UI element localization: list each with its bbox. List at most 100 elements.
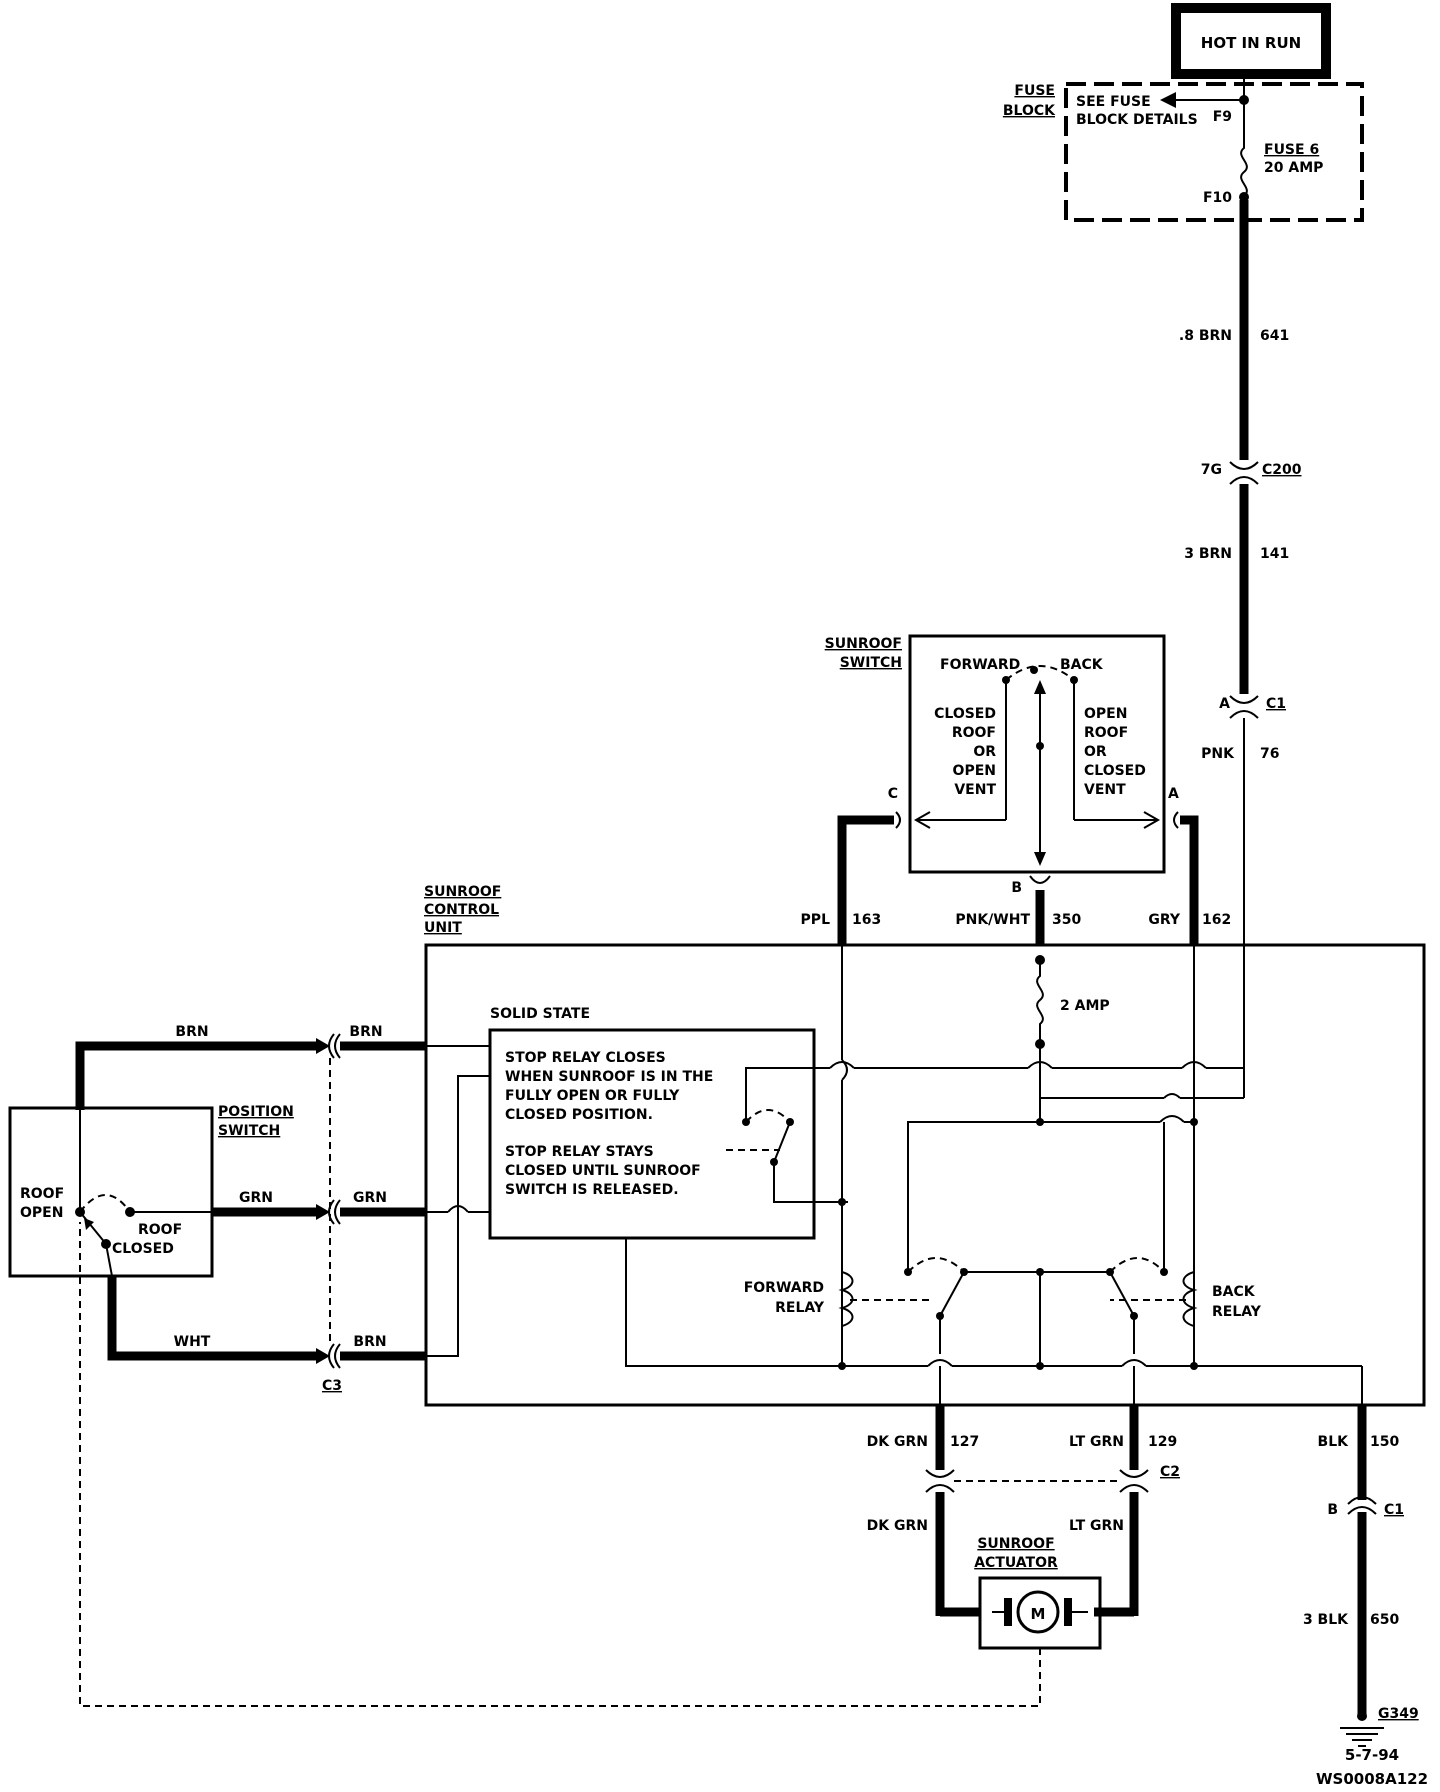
wire-grn-left: GRN bbox=[239, 1190, 273, 1206]
solid-state-module bbox=[488, 1028, 816, 1240]
note1-line2: WHEN SUNROOF IS IN THE bbox=[505, 1069, 713, 1085]
switch-left-1: CLOSED bbox=[934, 706, 996, 722]
c2-name: C2 bbox=[1160, 1464, 1180, 1480]
actuator-title-1: SUNROOF bbox=[977, 1536, 1054, 1552]
wire-150-circuit: 150 bbox=[1370, 1434, 1399, 1450]
switch-right-2: ROOF bbox=[1084, 725, 1128, 741]
switch-left-4: OPEN bbox=[953, 763, 996, 779]
note2-line1: STOP RELAY STAYS bbox=[505, 1144, 654, 1160]
position-switch-wires: BRN BRN GRN GRN WHT BRN C3 bbox=[75, 1024, 426, 1394]
terminal-f9: F9 bbox=[1213, 109, 1232, 125]
hot-in-run-label: HOT IN RUN bbox=[1201, 34, 1301, 52]
main-feed-wire: .8 BRN 641 7G C200 3 BRN 141 A C1 PNK 76 bbox=[1179, 200, 1302, 945]
wire-129-color: LT GRN bbox=[1069, 1434, 1124, 1450]
arrow-head-icon bbox=[1160, 92, 1176, 108]
switch-pin-b: B bbox=[1011, 880, 1022, 896]
wire-350-circuit: 350 bbox=[1052, 912, 1081, 928]
c2-connector-icon bbox=[925, 1469, 955, 1478]
mechanical-link bbox=[79, 1222, 1041, 1707]
switch-right-3: OR bbox=[1084, 744, 1107, 760]
back-relay-contact bbox=[1109, 1271, 1135, 1317]
switch-wires: PPL 163 GRY 162 PNK/WHT 350 bbox=[801, 811, 1231, 945]
c200-connector-icon bbox=[1229, 461, 1259, 470]
wire-dkgrn-lower: DK GRN bbox=[867, 1518, 928, 1534]
wire-162-color: GRY bbox=[1148, 912, 1181, 928]
wire-163-color: PPL bbox=[801, 912, 831, 928]
switch-forward-label: FORWARD bbox=[940, 657, 1020, 673]
roof-closed-1: ROOF bbox=[138, 1222, 182, 1238]
wire-129-circuit: 129 bbox=[1148, 1434, 1177, 1450]
forward-relay-contact bbox=[939, 1271, 965, 1317]
roof-closed-2: CLOSED bbox=[112, 1241, 174, 1257]
internal-fuse-rating: 2 AMP bbox=[1060, 998, 1110, 1014]
back-relay-label-1: BACK bbox=[1212, 1284, 1256, 1300]
solid-state-title: SOLID STATE bbox=[490, 1006, 590, 1022]
note2-line3: SWITCH IS RELEASED. bbox=[505, 1182, 679, 1198]
c3-name: C3 bbox=[322, 1378, 342, 1394]
sunroof-actuator: SUNROOF ACTUATOR M bbox=[79, 1222, 1102, 1707]
wire-76-color: PNK bbox=[1201, 746, 1235, 762]
position-switch-title-1: POSITION bbox=[218, 1104, 294, 1120]
fuse-6-rating: 20 AMP bbox=[1264, 160, 1323, 176]
control-unit-title-1: SUNROOF bbox=[424, 884, 501, 900]
wire-127-circuit: 127 bbox=[950, 1434, 979, 1450]
hot-in-run-box: HOT IN RUN bbox=[1171, 3, 1331, 79]
wire-ltgrn-lower: LT GRN bbox=[1069, 1518, 1124, 1534]
wire-162-circuit: 162 bbox=[1202, 912, 1231, 928]
wire-brn-conn: BRN bbox=[349, 1024, 382, 1040]
see-fuse-details-2: BLOCK DETAILS bbox=[1076, 112, 1198, 128]
c1-a-connector-icon bbox=[1229, 695, 1259, 704]
sunroof-control-unit: SUNROOF CONTROL UNIT 2 AMP SOLID STATE S… bbox=[424, 884, 1426, 1407]
arrow-up-icon bbox=[1034, 680, 1046, 694]
control-unit-title-2: CONTROL bbox=[424, 902, 499, 918]
arrow-down-icon bbox=[1034, 852, 1046, 866]
c200-name: C200 bbox=[1262, 462, 1302, 478]
wire-141-circuit: 141 bbox=[1260, 546, 1289, 562]
sunroof-switch: SUNROOF SWITCH FORWARD BACK CLOSED ROOF … bbox=[825, 634, 1179, 896]
switch-left-2: ROOF bbox=[952, 725, 996, 741]
actuator-wires: DK GRN 127 LT GRN 129 C2 DK GRN LT GRN bbox=[867, 1405, 1180, 1617]
fuse-block-title-1: FUSE bbox=[1014, 83, 1055, 99]
c1-pin-a: A bbox=[1219, 696, 1230, 712]
footer-code: WS0008A122 bbox=[1316, 1770, 1428, 1788]
motor-label: M bbox=[1031, 1605, 1046, 1623]
terminal-f10: F10 bbox=[1203, 190, 1232, 206]
wire-350-color: PNK/WHT bbox=[955, 912, 1030, 928]
note1-line4: CLOSED POSITION. bbox=[505, 1107, 653, 1123]
wire-brn-left: BRN bbox=[175, 1024, 208, 1040]
switch-right-4: CLOSED bbox=[1084, 763, 1146, 779]
sunroof-switch-title-2: SWITCH bbox=[840, 655, 902, 671]
c200-pin: 7G bbox=[1201, 462, 1222, 478]
actuator-title-2: ACTUATOR bbox=[974, 1555, 1058, 1571]
wire-163-circuit: 163 bbox=[852, 912, 881, 928]
motor-icon bbox=[1016, 1590, 1060, 1634]
wire-641-circuit: 641 bbox=[1260, 328, 1289, 344]
back-relay-label-2: RELAY bbox=[1212, 1304, 1262, 1320]
roof-open-1: ROOF bbox=[20, 1186, 64, 1202]
fuse-block-title-2: BLOCK bbox=[1003, 103, 1056, 119]
c1-name-top: C1 bbox=[1266, 696, 1286, 712]
wire-brn-conn-bottom: BRN bbox=[353, 1334, 386, 1350]
wire-650-circuit: 650 bbox=[1370, 1612, 1399, 1628]
wire-grn-conn: GRN bbox=[353, 1190, 387, 1206]
fuse-6-name: FUSE 6 bbox=[1264, 142, 1319, 158]
switch-back-label: BACK bbox=[1060, 657, 1104, 673]
position-switch-contact bbox=[79, 1211, 107, 1245]
control-unit-title-3: UNIT bbox=[424, 920, 462, 936]
wire-141-color: 3 BRN bbox=[1184, 546, 1232, 562]
switch-right-5: VENT bbox=[1084, 782, 1126, 798]
ground-g349: G349 bbox=[1378, 1706, 1419, 1722]
switch-pin-c: C bbox=[888, 786, 898, 802]
roof-open-2: OPEN bbox=[20, 1205, 63, 1221]
switch-left-5: VENT bbox=[954, 782, 996, 798]
fuse-block: FUSE BLOCK SEE FUSE BLOCK DETAILS F9 F10… bbox=[1003, 74, 1364, 222]
footer-date: 5-7-94 bbox=[1345, 1746, 1399, 1764]
switch-left-3: OR bbox=[973, 744, 996, 760]
c1-b-connector-icon bbox=[1347, 1496, 1377, 1505]
internal-fuse-icon bbox=[1036, 960, 1044, 1044]
see-fuse-details-1: SEE FUSE bbox=[1076, 94, 1151, 110]
forward-relay-label-1: FORWARD bbox=[744, 1280, 824, 1296]
stop-relay-contact bbox=[773, 1121, 791, 1163]
wire-150-color: BLK bbox=[1318, 1434, 1350, 1450]
